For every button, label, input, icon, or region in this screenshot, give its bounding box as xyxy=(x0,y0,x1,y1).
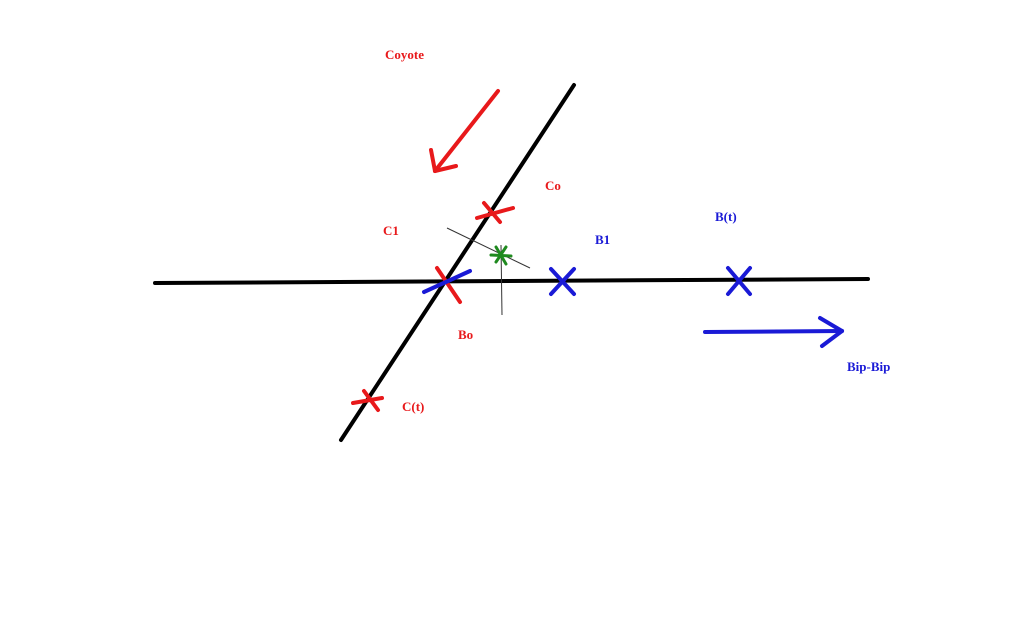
bipbip-track-line xyxy=(153,277,870,285)
bo-marker xyxy=(422,266,472,304)
label-b1: B1 xyxy=(595,232,610,247)
co-marker xyxy=(475,201,515,224)
ct-marker xyxy=(351,389,384,412)
label-coyote: Coyote xyxy=(385,47,424,62)
label-bipbip: Bip-Bip xyxy=(847,359,890,374)
coyote-direction-arrow xyxy=(429,89,500,173)
coyote-track-line xyxy=(339,83,576,442)
label-co: Co xyxy=(545,178,561,193)
label-ct: C(t) xyxy=(402,399,424,414)
bt-marker xyxy=(726,266,752,296)
green-helper-marker xyxy=(489,245,513,266)
label-bo: Bo xyxy=(458,327,473,342)
bipbip-direction-arrow xyxy=(703,316,844,348)
label-bt: B(t) xyxy=(715,209,737,224)
label-c1: C1 xyxy=(383,223,399,238)
b1-marker xyxy=(549,267,576,296)
construction-line-slanted xyxy=(446,227,531,269)
